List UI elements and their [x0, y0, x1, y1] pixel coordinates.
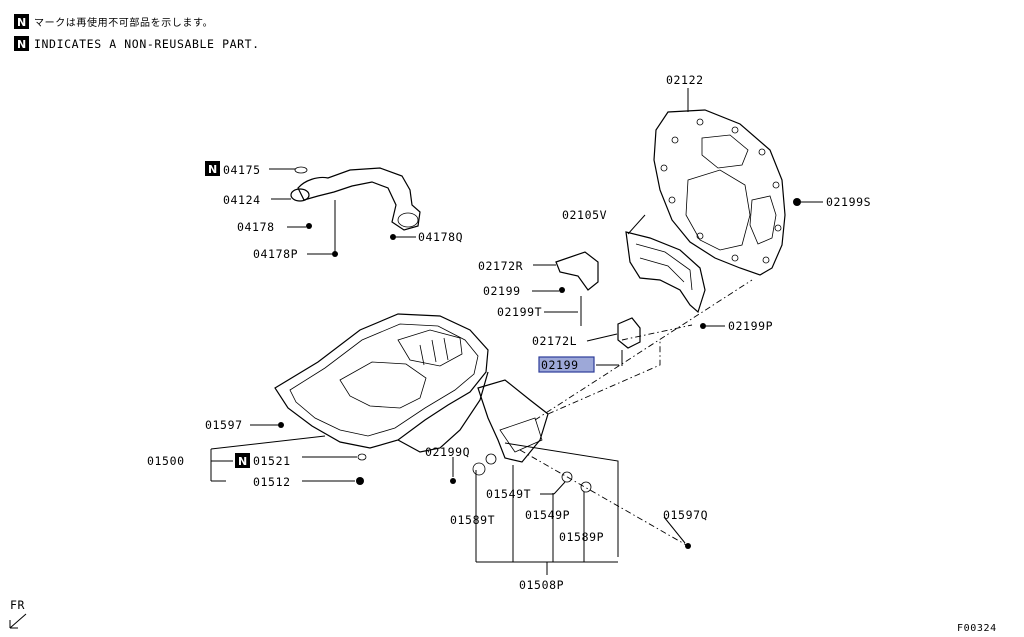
- label-02199p[interactable]: 02199P: [728, 319, 773, 333]
- svg-text:N: N: [17, 38, 26, 51]
- label-04178[interactable]: 04178: [237, 220, 275, 234]
- non-reusable-note-japanese: N マークは再使用不可部品を示します。: [14, 14, 213, 29]
- bell-housing-cover-drawing: [625, 231, 706, 314]
- label-01500[interactable]: 01500: [147, 454, 185, 468]
- label-02172r[interactable]: 02172R: [478, 259, 523, 273]
- label-02122[interactable]: 02122: [666, 73, 704, 87]
- leader-lines: [210, 88, 823, 575]
- label-02199-highlighted[interactable]: 02199: [541, 358, 579, 372]
- label-01549t[interactable]: 01549T: [486, 487, 531, 501]
- front-arrow-icon: [9, 613, 27, 629]
- oil-strainer-drawing: [290, 166, 421, 231]
- label-01521[interactable]: 01521: [253, 454, 291, 468]
- svg-text:マークは再使用不可部品を示します。: マークは再使用不可部品を示します。: [34, 16, 213, 29]
- engine-mount-bracket-r-drawing: [555, 251, 599, 291]
- engine-mount-bracket-l-drawing: [617, 317, 641, 349]
- label-02199q[interactable]: 02199Q: [425, 445, 470, 459]
- highlighted-part-box: [538, 356, 595, 373]
- label-01597q[interactable]: 01597Q: [663, 508, 708, 522]
- alignment-lines: [519, 279, 753, 547]
- label-02199s[interactable]: 02199S: [826, 195, 871, 209]
- label-04178q[interactable]: 04178Q: [418, 230, 463, 244]
- label-04178p[interactable]: 04178P: [253, 247, 298, 261]
- figure-code: F00324: [957, 623, 997, 634]
- fr-label: FR: [10, 598, 25, 612]
- non-reusable-note-english: N INDICATES A NON-REUSABLE PART.: [14, 36, 260, 51]
- oil-pan-drawing: [274, 313, 489, 453]
- label-01549p[interactable]: 01549P: [525, 508, 570, 522]
- label-02105v[interactable]: 02105V: [562, 208, 607, 222]
- label-01589t[interactable]: 01589T: [450, 513, 495, 527]
- label-01597[interactable]: 01597: [205, 418, 243, 432]
- label-04124[interactable]: 04124: [223, 193, 261, 207]
- svg-text:INDICATES A NON-REUSABLE PART.: INDICATES A NON-REUSABLE PART.: [34, 37, 260, 51]
- fasteners: [278, 198, 801, 549]
- label-01512[interactable]: 01512: [253, 475, 291, 489]
- part-labels: 02122 N 04175 04124 04178 04178P 04178Q …: [147, 73, 871, 592]
- svg-text:N: N: [208, 163, 217, 176]
- svg-text:N: N: [238, 455, 247, 468]
- label-02199[interactable]: 02199: [483, 284, 521, 298]
- svg-text:N: N: [17, 16, 26, 29]
- label-04175[interactable]: 04175: [223, 163, 261, 177]
- lower-bracket-drawing: [477, 379, 549, 463]
- label-01508p[interactable]: 01508P: [519, 578, 564, 592]
- label-02199t[interactable]: 02199T: [497, 305, 542, 319]
- label-01589p[interactable]: 01589P: [559, 530, 604, 544]
- front-direction-indicator: FR: [9, 598, 27, 629]
- rear-plate-drawing: [653, 109, 786, 276]
- label-02172l[interactable]: 02172L: [532, 334, 577, 348]
